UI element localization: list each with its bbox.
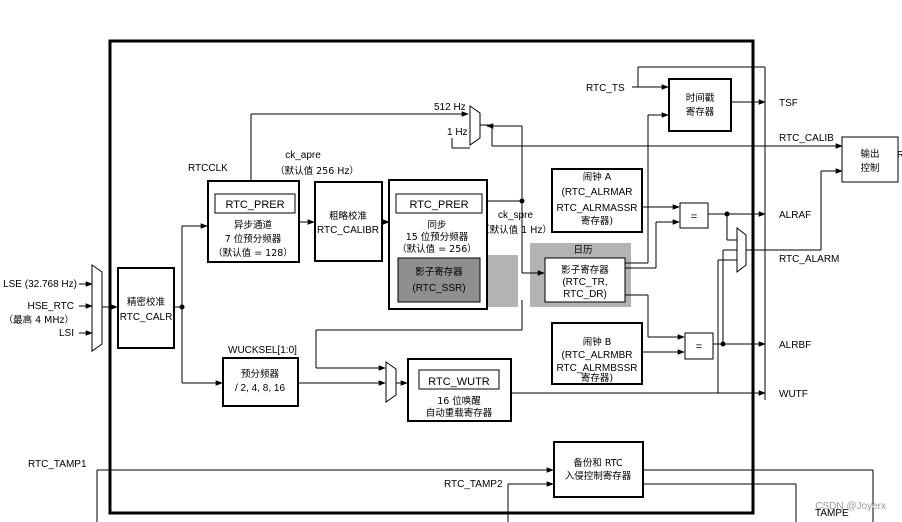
alarm-a-line2: (RTC_ALRMAR [562, 187, 633, 198]
calibr-block [314, 181, 383, 262]
ck-spre-label: ck_spre [498, 210, 533, 221]
ssr-shadow-register [397, 257, 481, 303]
timestamp-line1: 时间戳 [686, 92, 715, 104]
async-reg-label: RTC_PRER [225, 199, 284, 211]
calibr-line2: RTC_CALIBR [317, 225, 379, 236]
wakeup-mux [385, 361, 397, 403]
cal-line3: RTC_DR) [563, 289, 607, 300]
calib-mux [469, 105, 481, 146]
rtc-alarm-label: RTC_ALARM [779, 254, 839, 265]
alarm-b-line1: 闹钟 B [583, 336, 612, 348]
wutr-block [407, 358, 512, 422]
tampe-label: TAMPE [815, 508, 849, 519]
calr-block [117, 267, 175, 349]
ck-apre-default: （默认值 256 Hz） [275, 165, 359, 177]
hz1-label: 1 Hz [447, 127, 468, 138]
alarm-a-line3: RTC_ALRMASSR [557, 203, 638, 214]
alarm-a-line1: 闹钟 A [583, 171, 612, 183]
alarm-b-line3: RTC_ALRMBSSR [557, 363, 638, 374]
ssr-line2: (RTC_SSR) [412, 283, 465, 294]
output-line2: 控制 [860, 162, 879, 174]
alarm-mux [736, 226, 747, 274]
wutr-register [418, 369, 500, 390]
calr-line1: 精密校准 [127, 296, 166, 308]
alarm-b-line2: (RTC_ALRMBR [562, 350, 633, 361]
async-line3: （默认值 = 128） [213, 247, 293, 259]
input-mux [91, 264, 103, 352]
output-r-label: R [897, 150, 902, 161]
watermark: CSDN @Joyerx [815, 501, 886, 512]
output-control-block [841, 136, 899, 183]
hz512-label: 512 Hz [434, 102, 466, 113]
alarm-b-block [551, 322, 643, 385]
presc-line2: / 2, 4, 8, 16 [235, 383, 285, 394]
sync-line2: 15 位预分频器 [406, 231, 469, 243]
ck-spre-default: （默认值 1 Hz） [480, 224, 552, 236]
sync-prer-reg [395, 193, 483, 214]
comparator-a [679, 202, 709, 229]
rtc-tamp2-label: RTC_TAMP2 [444, 479, 503, 490]
wutr-reg-label: RTC_WUTR [428, 376, 490, 388]
calibr-line1: 粗略校准 [329, 210, 368, 222]
ck-apre-label: ck_apre [285, 150, 321, 161]
wutr-line2: 自动重载寄存器 [426, 407, 493, 419]
lse-label: LSE (32.768 Hz) [3, 279, 77, 290]
ssr-line1: 影子寄存器 [415, 266, 463, 278]
async-line2: 7 位预分频器 [225, 233, 282, 245]
rtc-tamp1-label: RTC_TAMP1 [28, 459, 87, 470]
hse-label: HSE_RTC [28, 301, 75, 312]
output-line1: 输出 [860, 148, 879, 160]
lsi-label: LSI [59, 328, 74, 339]
sync-line1: 同步 [427, 220, 446, 231]
backup-line1: 备份和 RTC [573, 457, 623, 469]
calendar-title: 日历 [573, 245, 592, 256]
presc-line1: 预分频器 [241, 368, 280, 380]
alarm-a-block [551, 168, 643, 233]
rtcclk-label: RTCCLK [188, 163, 228, 174]
wakeup-prescaler [222, 357, 299, 407]
backup-tamper-block [553, 441, 644, 498]
wutf-label: WUTF [779, 389, 808, 400]
comparator-b-sign: = [696, 341, 702, 353]
rtc-calib-label: RTC_CALIB [779, 133, 834, 144]
alarm-b-line4: 寄存器) [581, 372, 613, 384]
sync-line3: （默认值 = 256） [397, 243, 477, 255]
wutr-line1: 16 位唤醒 [437, 395, 481, 407]
cal-line1: 影子寄存器 [561, 264, 609, 276]
hse-note: （最高 4 MHz） [4, 314, 74, 326]
rtc-ts-label: RTC_TS [586, 83, 625, 94]
calendar-shadow-register [544, 257, 626, 303]
sync-reg-label: RTC_PRER [409, 199, 468, 211]
wucksel-label: WUCKSEL[1:0] [228, 345, 297, 356]
async-line1: 异步通道 [234, 219, 273, 231]
rtc-frame [108, 39, 755, 515]
comparator-b [684, 332, 714, 360]
timestamp-block [668, 78, 732, 132]
async-prer-reg [214, 193, 296, 214]
cal-line2: (RTC_TR, [562, 277, 607, 288]
calr-line2: RTC_CALR [120, 312, 173, 323]
alarm-a-line4: 寄存器) [581, 215, 613, 227]
timestamp-line2: 寄存器 [686, 106, 715, 118]
backup-line2: 入侵控制寄存器 [565, 470, 632, 482]
alrbf-label: ALRBF [779, 340, 811, 351]
comparator-a-sign: = [691, 211, 697, 223]
tsf-label: TSF [779, 98, 798, 109]
alraf-label: ALRAF [779, 210, 811, 221]
